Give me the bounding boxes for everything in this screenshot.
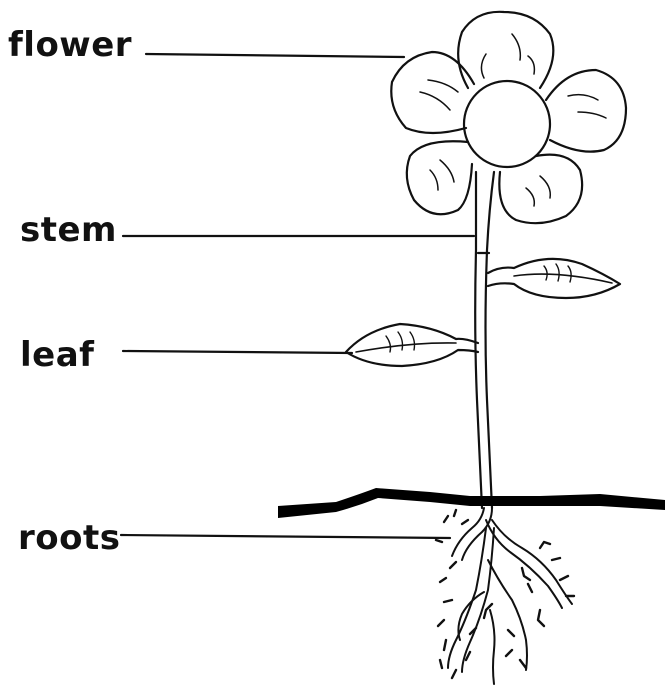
roots-leader-line (121, 535, 450, 538)
flower-label: flower (8, 28, 132, 62)
ground-line (278, 488, 665, 518)
petal-right (546, 70, 626, 152)
leaf-leader-line (123, 351, 352, 353)
petal-left (391, 52, 474, 133)
petal-top (458, 12, 553, 88)
flower-leader-line (146, 54, 404, 57)
petal-lower-left (407, 141, 472, 214)
stem-label: stem (20, 213, 117, 247)
leaf-label: leaf (20, 338, 94, 372)
flower-head (391, 12, 626, 223)
flower-center (464, 81, 550, 167)
stem (475, 172, 482, 508)
right-leaf (488, 259, 620, 298)
petal-lower-right (499, 155, 582, 224)
left-leaf (346, 324, 478, 366)
stem-outline (486, 172, 495, 508)
roots-label: roots (18, 521, 120, 555)
